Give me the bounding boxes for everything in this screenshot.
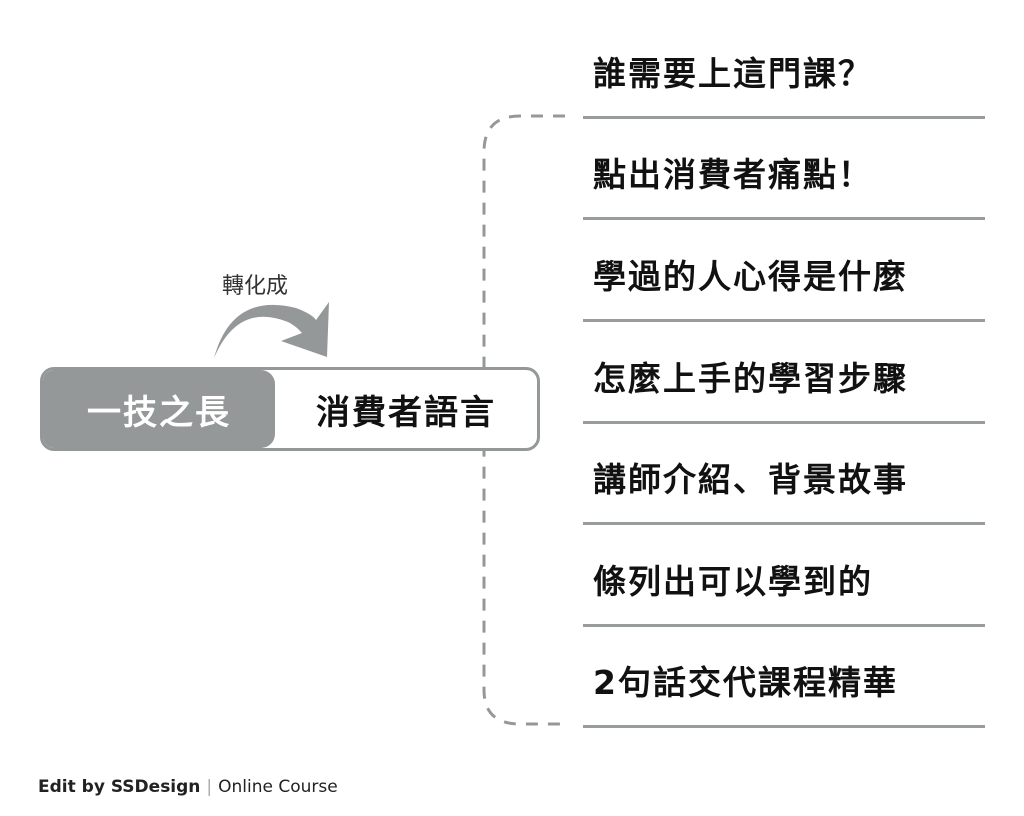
list-item: 學過的人心得是什麼	[583, 219, 985, 322]
divider	[583, 116, 985, 119]
item-label: 講師介紹、背景故事	[593, 460, 908, 499]
divider	[583, 624, 985, 627]
list-item: 點出消費者痛點！	[583, 117, 985, 220]
list-item: 誰需要上這門課？	[583, 16, 985, 119]
concept-box: 一技之長 消費者語言	[40, 367, 540, 451]
source-label: 一技之長	[43, 370, 275, 448]
footer-subtitle: Online Course	[218, 777, 338, 797]
footer: Edit by SSDesign|Online Course	[38, 777, 338, 797]
list-item: 怎麼上手的學習步驟	[583, 321, 985, 424]
list-item: 條列出可以學到的	[583, 524, 985, 627]
item-label: 2句話交代課程精華	[593, 663, 898, 702]
divider	[583, 522, 985, 525]
footer-brand: Edit by SSDesign	[38, 777, 201, 797]
item-label: 條列出可以學到的	[593, 562, 873, 601]
list-item: 講師介紹、背景故事	[583, 422, 985, 525]
divider	[583, 725, 985, 728]
list-item: 2句話交代課程精華	[583, 625, 985, 728]
divider	[583, 319, 985, 322]
transform-label: 轉化成	[222, 274, 289, 299]
divider	[583, 217, 985, 220]
divider	[583, 421, 985, 424]
target-label: 消費者語言	[316, 392, 496, 433]
item-label: 學過的人心得是什麼	[593, 257, 908, 296]
footer-separator: |	[206, 777, 213, 797]
item-label: 誰需要上這門課？	[593, 54, 873, 93]
item-label: 怎麼上手的學習步驟	[593, 359, 908, 398]
item-label: 點出消費者痛點！	[593, 155, 873, 194]
